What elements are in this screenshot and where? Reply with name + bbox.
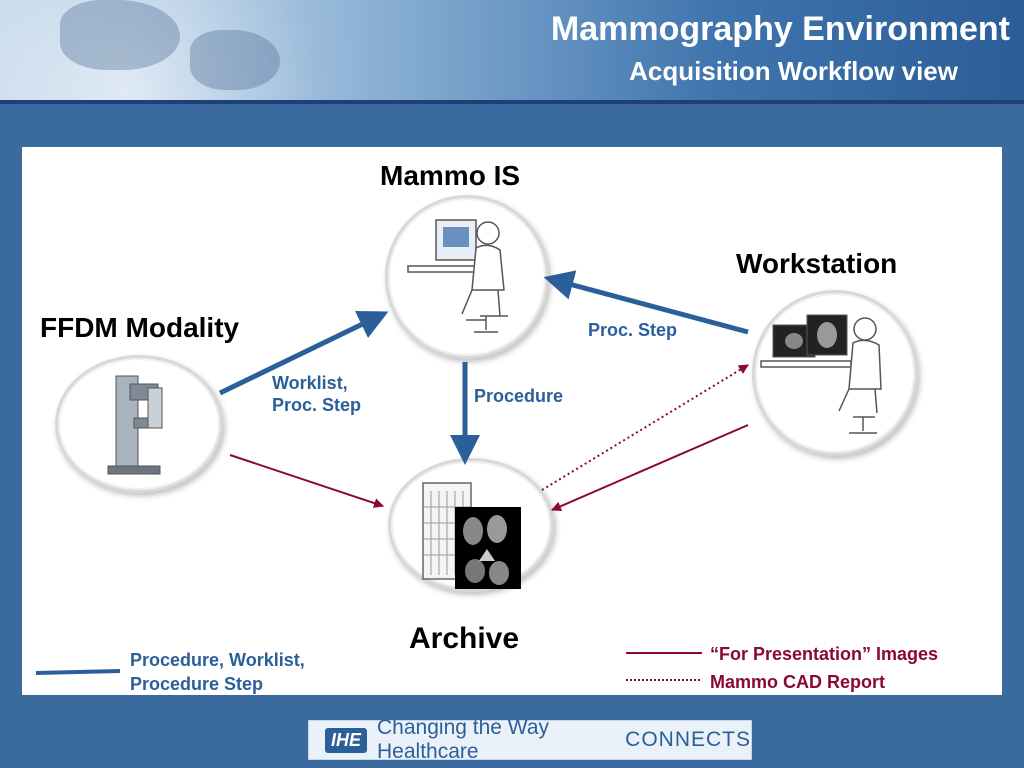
workstation-label: Workstation xyxy=(736,248,898,279)
mammo-is-node xyxy=(385,195,549,359)
footer-connects: CONNECTS xyxy=(625,728,751,751)
legend-red-text: “For Presentation” Images Mammo CAD Repo… xyxy=(710,640,938,696)
procedure-flow-label: Procedure xyxy=(474,386,564,406)
worklist-label-line1: Worklist, xyxy=(272,373,348,393)
workstation-node xyxy=(752,290,918,456)
header-banner: Mammography Environment Acquisition Work… xyxy=(0,0,1024,100)
proc-step-flow-label: Proc. Step xyxy=(588,320,678,340)
legend-blue-line xyxy=(35,669,121,675)
page-title: Mammography Environment xyxy=(550,10,1010,48)
archive-node xyxy=(388,458,554,593)
desk-user-icon xyxy=(407,219,508,333)
workstation-to-archive-images-arrow xyxy=(551,424,749,512)
footer-tagline: Changing the Way Healthcare xyxy=(377,716,550,763)
header-divider xyxy=(0,100,1024,104)
mammo-is-label: Mammo IS xyxy=(380,160,521,191)
ffdm-modality-label: FFDM Modality xyxy=(40,312,240,343)
page-subtitle: Acquisition Workflow view xyxy=(629,56,958,86)
ffdm-modality-node xyxy=(55,355,223,493)
ffdm-to-archive-images-arrow xyxy=(229,454,384,508)
legend-blue-line2: Procedure Step xyxy=(130,674,264,694)
legend-blue-text: Procedure, Worklist, Procedure Step xyxy=(130,648,305,696)
archive-to-workstation-cad-arrow xyxy=(541,364,749,491)
workstation-to-is-arrow xyxy=(543,270,749,335)
workstation-user-icon xyxy=(760,314,882,434)
ffdm-to-is-arrow xyxy=(218,311,389,396)
footer-banner: IHE Changing the Way Healthcare CONNECTS xyxy=(308,716,752,763)
globe-land-shape xyxy=(190,30,280,90)
globe-graphic xyxy=(0,0,360,100)
mammography-machine-icon xyxy=(107,375,163,475)
ihe-logo: IHE xyxy=(325,727,368,753)
worklist-label-line2: Proc. Step xyxy=(272,395,362,415)
legend-red-solid-label: “For Presentation” Images xyxy=(710,644,939,664)
legend-blue-line1: Procedure, Worklist, xyxy=(130,650,305,670)
globe-land-shape xyxy=(60,0,180,70)
legend-red-dotted-label: Mammo CAD Report xyxy=(710,672,886,692)
archive-storage-icon xyxy=(422,482,521,593)
worklist-flow-label: Worklist, Proc. Step xyxy=(272,372,361,416)
archive-label: Archive xyxy=(409,622,520,655)
